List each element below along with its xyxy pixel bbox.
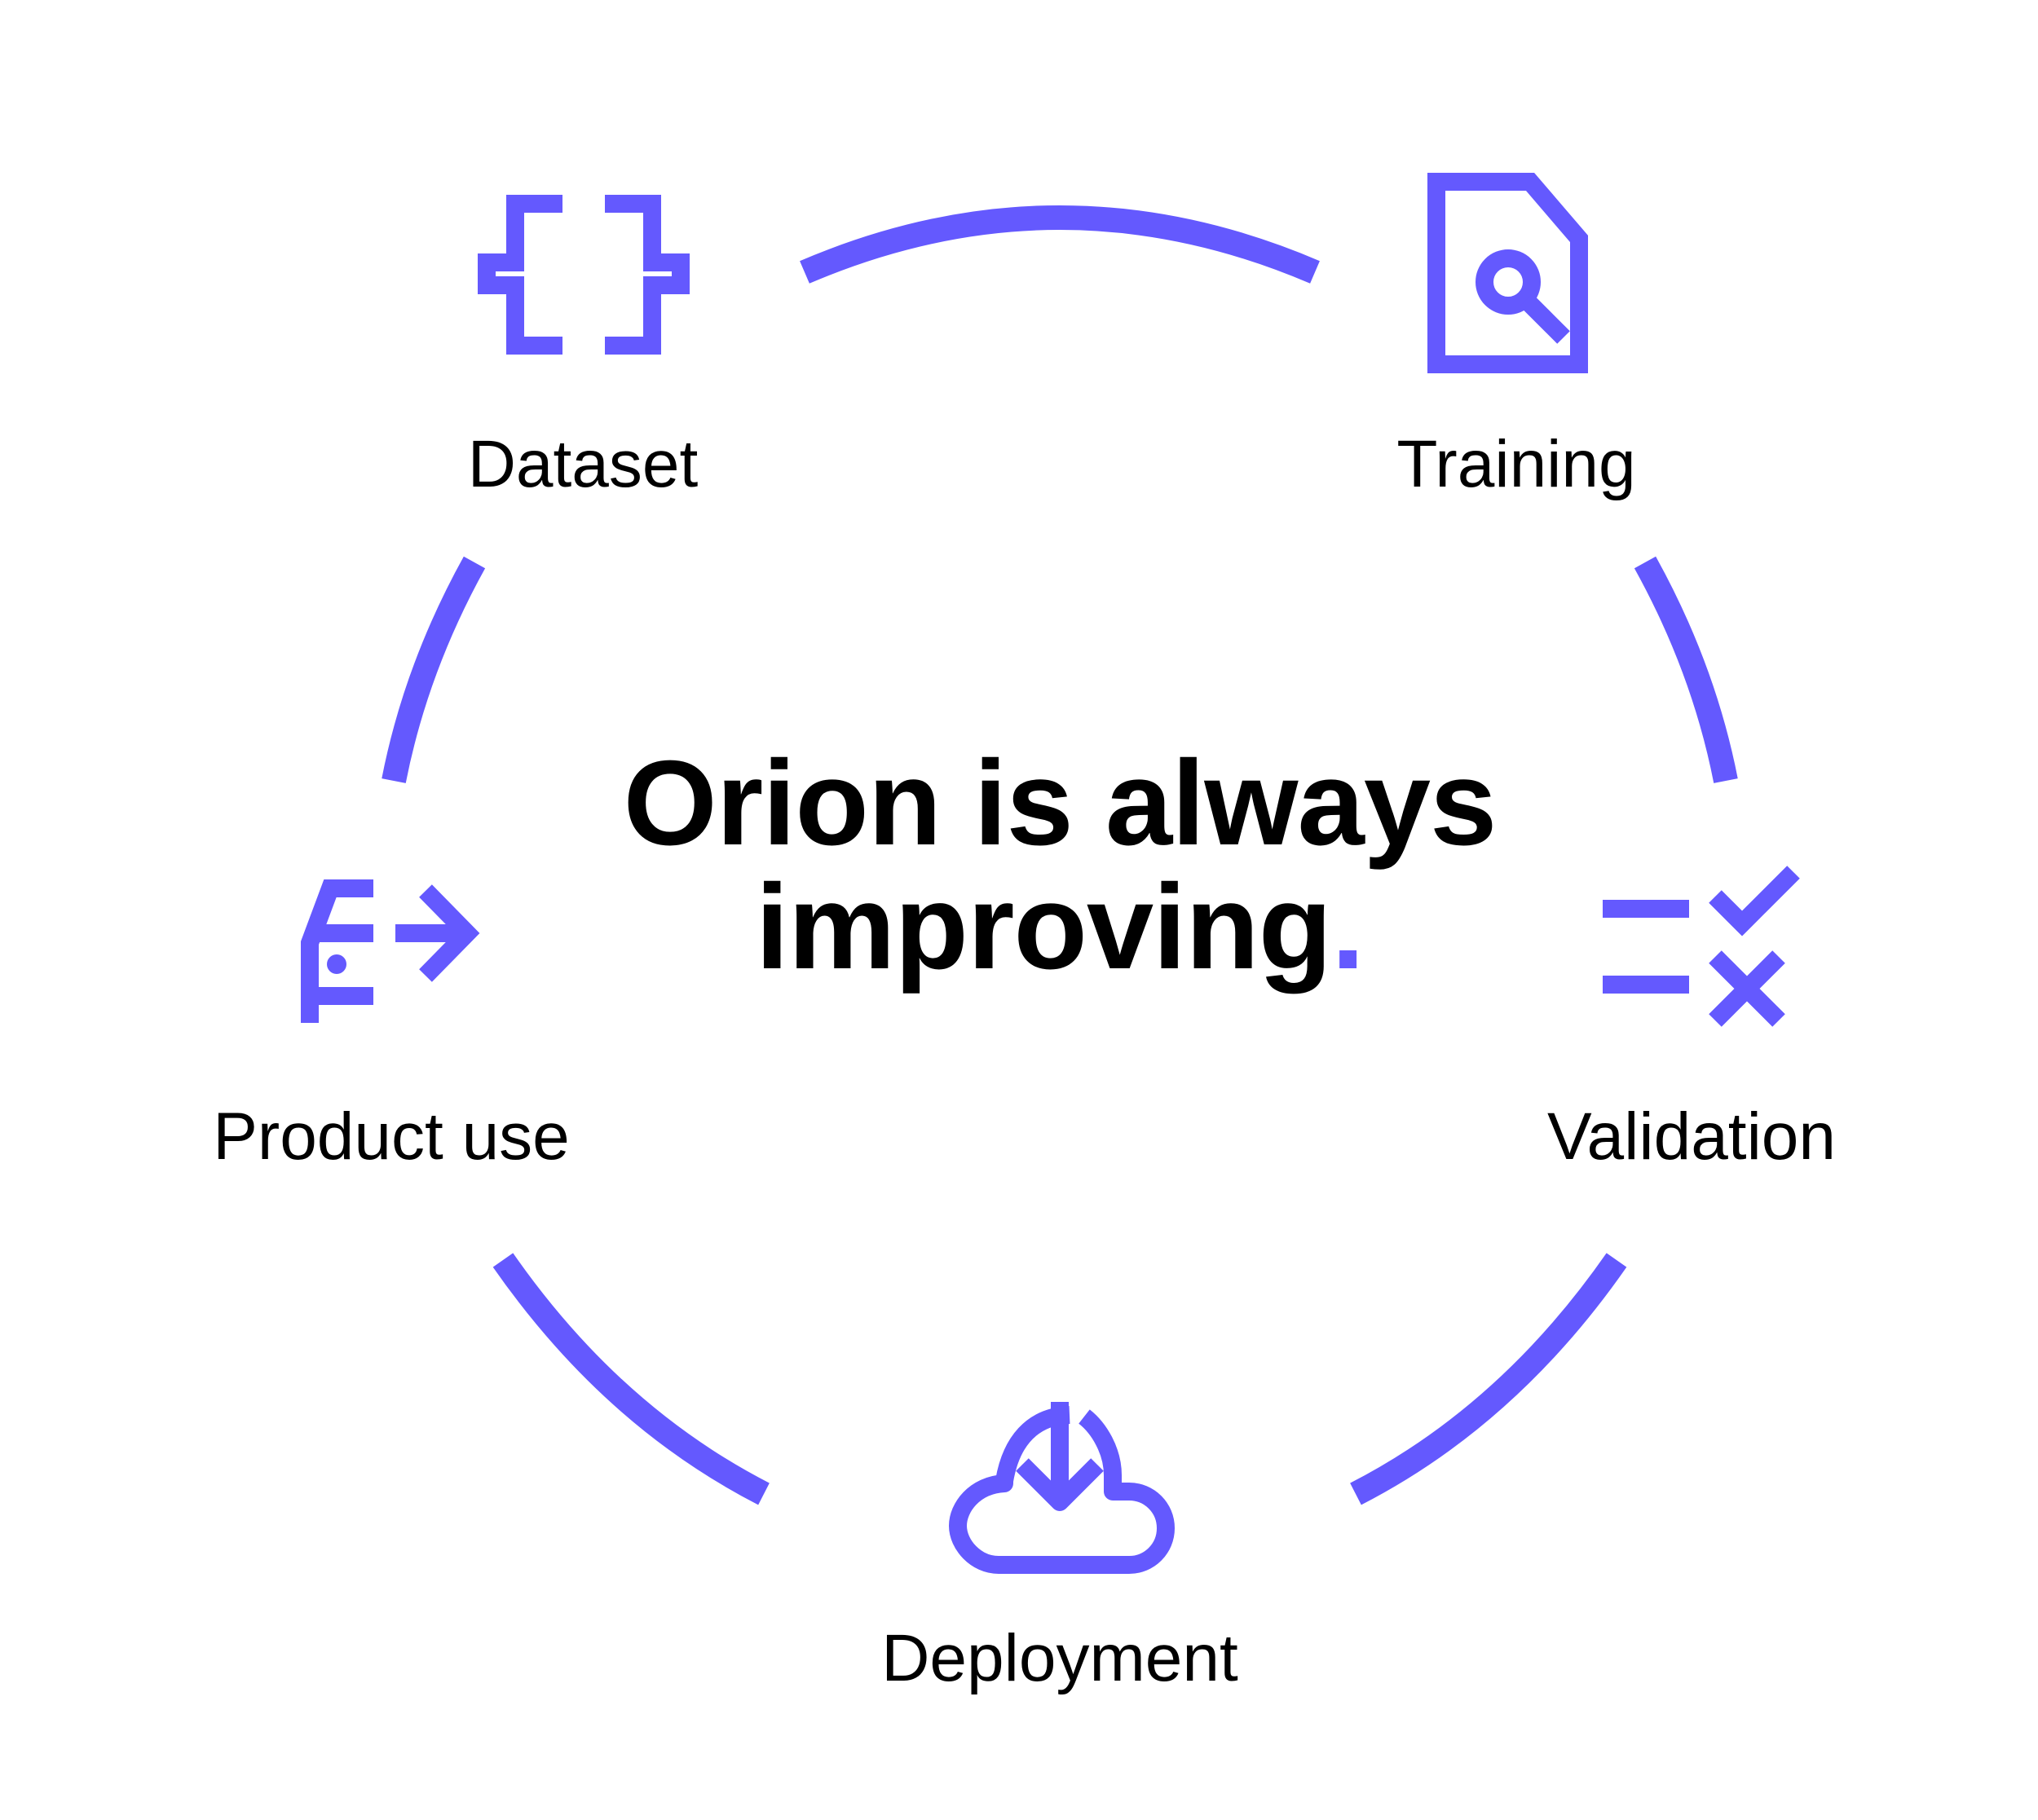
cycle-arc-right: [1634, 556, 1738, 783]
step-label-training: Training: [1396, 427, 1636, 501]
product-exit-icon-dot: [327, 954, 346, 974]
braces-icon: [478, 195, 690, 355]
cycle-arc-top: [800, 205, 1320, 284]
step-label-deployment: Deployment: [881, 1621, 1238, 1695]
document-search-icon: [1427, 173, 1588, 373]
product-exit-icon: [301, 879, 480, 1023]
cloud-download-icon: [949, 1402, 1175, 1574]
check-cross-list-icon: [1603, 866, 1800, 1027]
diagram-title: Orion is always improving.: [530, 742, 1590, 989]
step-label-product-use: Product use: [213, 1099, 570, 1174]
cycle-arc-left: [382, 556, 486, 783]
cycle-arc-bottom-right: [1350, 1253, 1627, 1505]
step-label-dataset: Dataset: [467, 427, 699, 501]
title-accent-dot: .: [1331, 860, 1365, 994]
title-line-2-text: improving: [755, 860, 1332, 994]
title-line-2: improving.: [530, 866, 1590, 989]
step-label-validation: Validation: [1546, 1099, 1837, 1174]
cycle-arc-bottom-left: [492, 1253, 770, 1505]
title-line-1: Orion is always: [623, 736, 1498, 870]
